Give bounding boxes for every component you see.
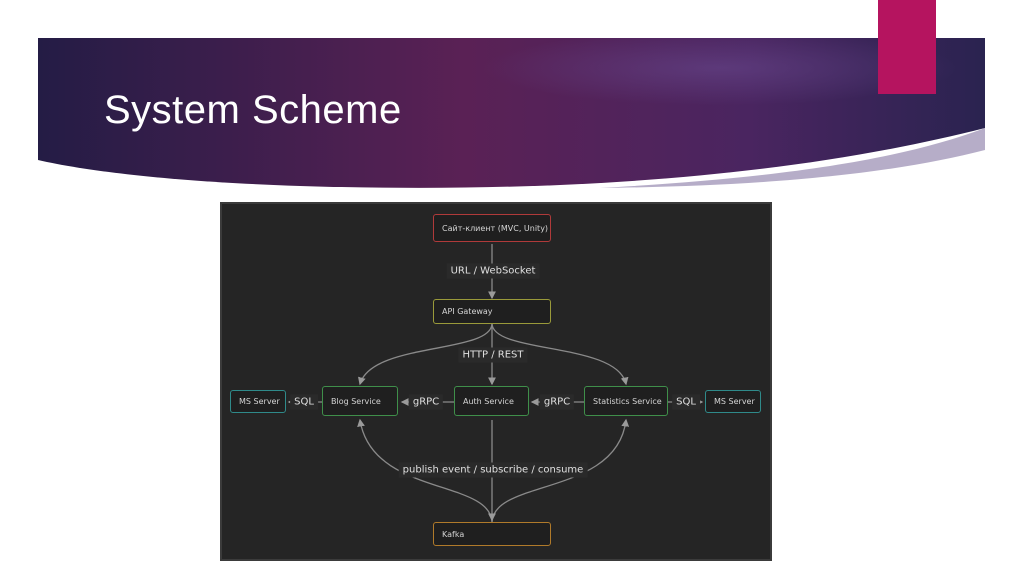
node-kafka: Kafka (433, 522, 551, 546)
accent-tab (878, 0, 936, 94)
node-ms-server-right: MS Server (705, 390, 761, 413)
edge-gateway-blog (358, 323, 493, 386)
node-blog-service: Blog Service (322, 386, 398, 416)
node-api-gateway: API Gateway (433, 299, 551, 324)
label-kafka-events: publish event / subscribe / consume (398, 462, 588, 478)
node-ms-server-left: MS Server (230, 390, 286, 413)
edge-kafka-blog (357, 418, 493, 523)
system-diagram: Сайт-клиент (MVC, Unity) API Gateway Blo… (220, 202, 772, 561)
label-http-rest: HTTP / REST (458, 347, 528, 363)
label-grpc-left: gRPC (408, 394, 444, 410)
node-auth-service: Auth Service (454, 386, 529, 416)
edge-gateway-stats (491, 323, 629, 386)
label-sql-right: SQL (672, 394, 700, 410)
label-sql-left: SQL (290, 394, 318, 410)
label-url-websocket: URL / WebSocket (446, 263, 540, 279)
label-grpc-right: gRPC (539, 394, 575, 410)
slide-title: System Scheme (104, 88, 402, 132)
header-band (38, 38, 985, 188)
diagram-connectors (287, 244, 704, 523)
node-client: Сайт-клиент (MVC, Unity) (433, 214, 551, 242)
node-statistics-service: Statistics Service (584, 386, 668, 416)
edge-kafka-stats (491, 418, 630, 523)
